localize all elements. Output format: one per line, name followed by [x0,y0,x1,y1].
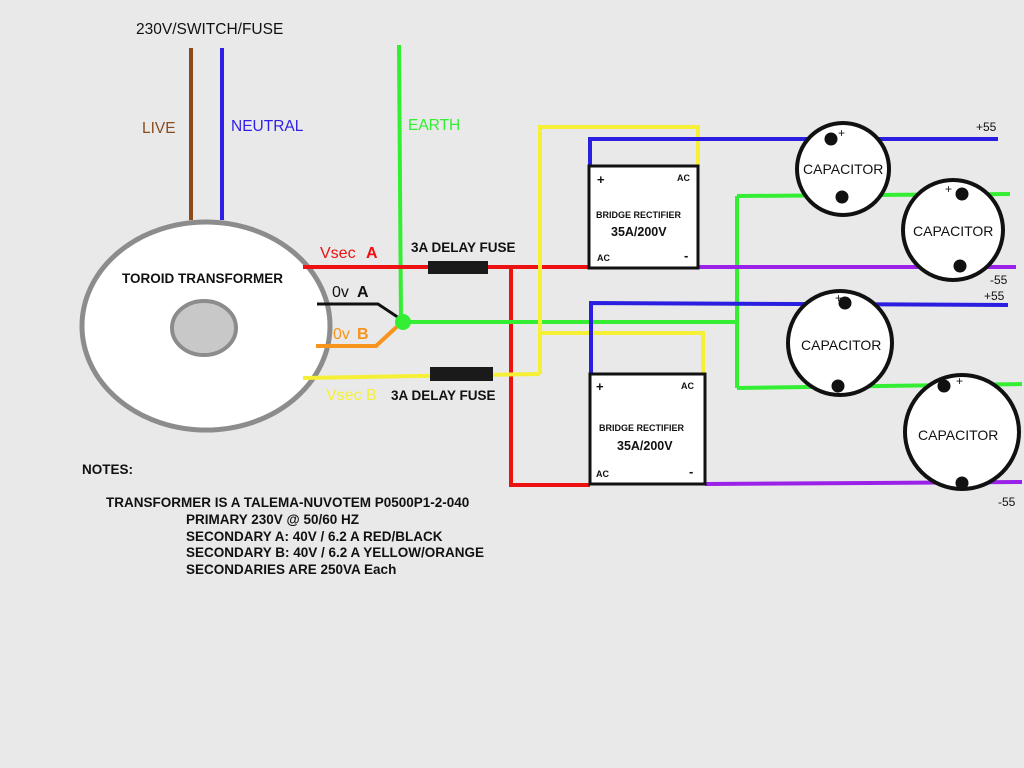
toroid-transformer: TOROID TRANSFORMER [79,219,333,433]
capacitor-1-label: CAPACITOR [803,161,883,177]
vsec-b-label: Vsec B [326,387,377,404]
rectifier-bottom-ac-top: AC [681,381,694,391]
notes-line: SECONDARIES ARE 250VA Each [186,562,396,577]
earth-wire-vertical [397,44,403,323]
notes-heading: NOTES: [82,462,133,477]
rail-neg-bottom-label: -55 [998,495,1016,509]
bridge-rectifier-bottom: + AC BRIDGE RECTIFIER 35A/200V AC - [588,372,707,486]
capacitor-1-body [795,121,891,217]
zero-a-wire [317,302,403,322]
fuse-a [428,261,488,274]
fuse-a-label: 3A DELAY FUSE [411,240,516,255]
live-label: LIVE [142,120,176,137]
rectifier-bottom-body [588,372,707,486]
transformer-label: TOROID TRANSFORMER [122,271,283,286]
capacitor-1-terminal-pos [824,132,838,146]
notes-line: SECONDARY A: 40V / 6.2 A RED/BLACK [186,529,443,544]
notes-line: PRIMARY 230V @ 50/60 HZ [186,512,359,527]
rectifier-top-ac-top: AC [677,173,690,183]
zero-a-suffix: A [357,284,369,301]
capacitor-3-label: CAPACITOR [801,337,881,353]
rail-neg-top-label: -55 [990,273,1008,287]
rail-pos-top-label: +55 [976,120,997,134]
capacitor-2-body [901,178,1005,282]
capacitor-3-body [786,289,894,397]
bridge-rectifier-top: + AC BRIDGE RECTIFIER 35A/200V AC - [587,164,700,270]
capacitor-2-terminal-pos [955,187,969,201]
capacitor-4-label: CAPACITOR [918,427,998,443]
capacitor-3-plus: + [835,291,842,305]
vsec-b-wire [302,372,541,380]
capacitor-2: CAPACITOR + [901,178,1005,282]
capacitor-4-terminal-neg [955,476,969,490]
capacitor-3-terminal-pos [838,296,852,310]
zero-a-label: 0v [332,284,349,301]
capacitor-2-terminal-neg [953,259,967,273]
capacitor-4-terminal-pos [937,379,951,393]
yellow-wire-top [538,125,700,374]
rectifier-top-plus: + [597,172,605,187]
capacitor-2-plus: + [945,182,952,196]
rectifier-top-minus: - [684,248,688,263]
earth-label: EARTH [408,117,460,134]
rectifier-top-name: BRIDGE RECTIFIER [596,210,682,220]
capacitor-3: CAPACITOR + [786,289,894,397]
capacitor-1-plus: + [838,126,845,140]
rectifier-top-body [587,164,700,270]
rectifier-bottom-name: BRIDGE RECTIFIER [599,423,685,433]
vsec-a-label: Vsec [320,245,356,262]
capacitor-3-terminal-neg [831,379,845,393]
vsec-a-suffix: A [366,245,378,262]
capacitor-4-plus: + [956,374,963,388]
supply-label: 230V/SWITCH/FUSE [136,21,283,38]
notes-line: TRANSFORMER IS A TALEMA-NUVOTEM P0500P1-… [106,495,469,510]
rectifier-bottom-ac-bottom: AC [596,469,609,479]
capacitor-2-label: CAPACITOR [913,223,993,239]
notes-line: SECONDARY B: 40V / 6.2 A YELLOW/ORANGE [186,545,484,560]
centre-tap-node [395,314,411,330]
rectifier-bottom-minus: - [689,464,693,479]
zero-b-wire [316,320,404,348]
neutral-label: NEUTRAL [231,118,304,135]
fuse-b-label: 3A DELAY FUSE [391,388,496,403]
zero-b-label: 0v [333,326,350,343]
rectifier-bottom-plus: + [596,379,604,394]
positive-rail-top [588,137,998,167]
rail-pos-bottom-label: +55 [984,289,1005,303]
capacitor-1-terminal-neg [835,190,849,204]
zero-b-suffix: B [357,326,369,343]
rectifier-top-rating: 35A/200V [611,225,667,239]
rectifier-bottom-rating: 35A/200V [617,439,673,453]
yellow-wire-bottom [538,331,705,374]
rectifier-top-ac-bottom: AC [597,253,610,263]
notes-block: NOTES: TRANSFORMER IS A TALEMA-NUVOTEM P… [82,462,484,577]
fuse-b [430,367,493,381]
capacitor-1: CAPACITOR + [795,121,891,217]
transformer-core [170,299,238,357]
capacitor-4: CAPACITOR + [903,373,1021,491]
